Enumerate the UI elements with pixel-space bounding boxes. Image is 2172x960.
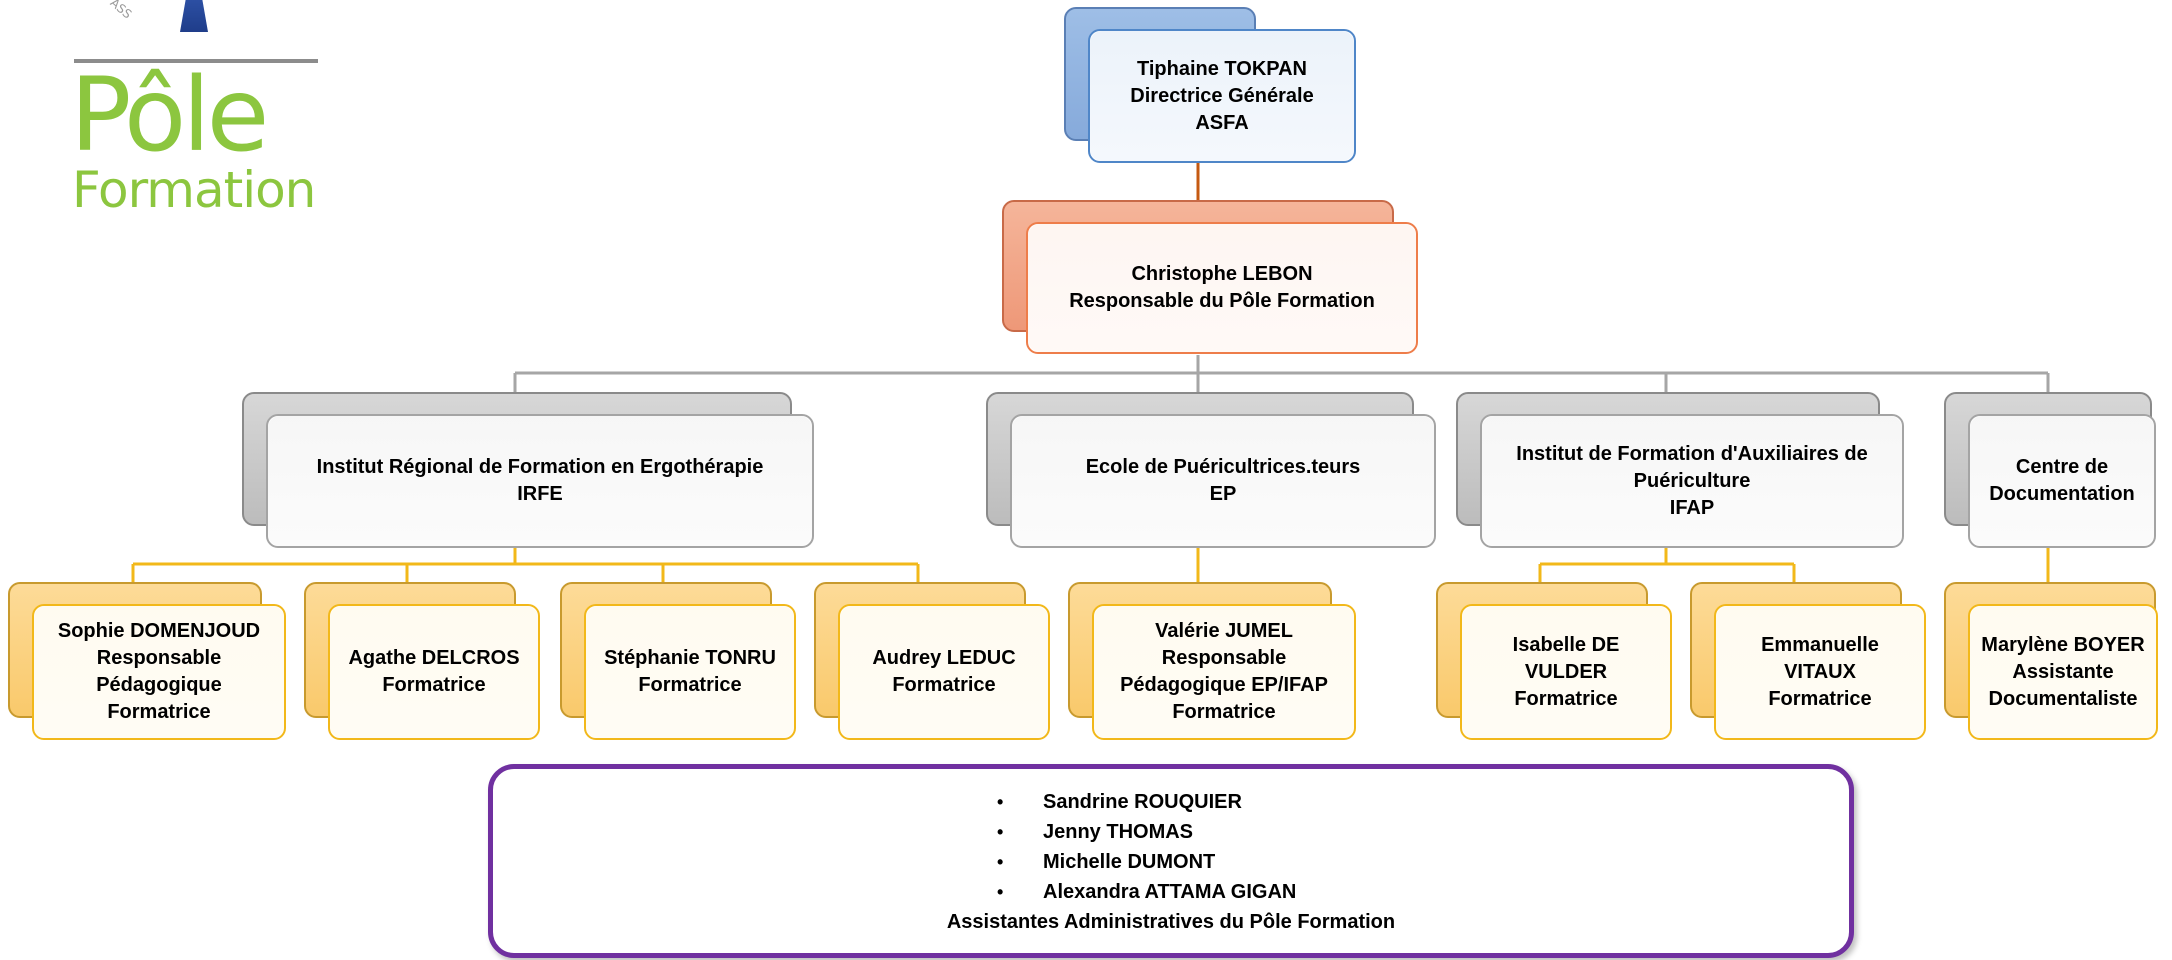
staff-marylene-boyer: Marylène BOYER Assistante Documentaliste bbox=[1944, 582, 2158, 740]
staff-role-line: Responsable bbox=[1161, 647, 1287, 669]
staff-audrey-leduc: Audrey LEDUC Formatrice bbox=[814, 582, 1050, 740]
list-item: • Jenny THOMAS bbox=[493, 817, 1849, 847]
department-title: Ecole de Puéricultrices.teurs bbox=[1085, 456, 1361, 478]
department-ifap: Institut de Formation d'Auxiliaires de P… bbox=[1456, 392, 1904, 548]
staff-role-line: Formatrice bbox=[638, 674, 742, 696]
administrative-assistants-caption: Assistantes Administratives du Pôle Form… bbox=[946, 911, 1396, 933]
department-title: Institut Régional de Formation en Ergoth… bbox=[316, 456, 764, 478]
assistant-name: Michelle DUMONT bbox=[1043, 851, 1216, 873]
staff-role-line: Formatrice bbox=[382, 674, 486, 696]
staff-stephanie-tonru: Stéphanie TONRU Formatrice bbox=[560, 582, 796, 740]
department-code: Documentation bbox=[1989, 483, 2135, 505]
department-ep: Ecole de Puéricultrices.teurs EP bbox=[986, 392, 1436, 548]
staff-role-line: Pédagogique EP/IFAP bbox=[1120, 674, 1328, 696]
connector-irfe-staff bbox=[131, 545, 920, 584]
bullet-icon: • bbox=[997, 852, 1004, 872]
department-irfe-card: Institut Régional de Formation en Ergoth… bbox=[266, 414, 814, 548]
staff-name: Agathe DELCROS bbox=[348, 647, 520, 669]
staff-card: Marylène BOYER Assistante Documentaliste bbox=[1968, 604, 2158, 740]
assistant-name: Sandrine ROUQUIER bbox=[1043, 791, 1242, 813]
staff-role-line: Assistante bbox=[2012, 660, 2114, 683]
department-title-line2: Puériculture bbox=[1633, 469, 1751, 492]
staff-card: Valérie JUMEL Responsable Pédagogique EP… bbox=[1092, 604, 1356, 740]
staff-name: Sophie DOMENJOUD bbox=[57, 620, 261, 642]
administrative-assistants-list: • Sandrine ROUQUIER • Jenny THOMAS • Michel… bbox=[493, 787, 1849, 907]
staff-role-line: Formatrice bbox=[107, 701, 211, 723]
assistant-name: Alexandra ATTAMA GIGAN bbox=[1043, 881, 1297, 903]
assistant-name: Jenny THOMAS bbox=[1043, 821, 1194, 843]
pole-formation-logo: ASS Pôle Formation bbox=[0, 0, 360, 230]
department-title: Institut de Formation d'Auxiliaires de bbox=[1516, 442, 1868, 465]
manager-card: Christophe LEBON Responsable du Pôle For… bbox=[1026, 222, 1418, 354]
logo-line-1: Pôle bbox=[70, 56, 269, 175]
director-card: Tiphaine TOKPAN Directrice Générale ASFA bbox=[1088, 29, 1356, 163]
manager-name: Christophe LEBON bbox=[1131, 263, 1313, 285]
list-item: • Michelle DUMONT bbox=[493, 847, 1849, 877]
department-code: EP bbox=[1209, 483, 1237, 505]
logo-line-2: Formation bbox=[72, 161, 316, 219]
staff-name-line2: VULDER bbox=[1524, 660, 1608, 683]
staff-name: Audrey LEDUC bbox=[872, 647, 1016, 669]
bullet-icon: • bbox=[997, 882, 1004, 902]
staff-card: Sophie DOMENJOUD Responsable Pédagogique… bbox=[32, 604, 286, 740]
manager-role: Responsable du Pôle Formation bbox=[1069, 290, 1375, 312]
staff-card: Emmanuelle VITAUX Formatrice bbox=[1714, 604, 1926, 740]
staff-agathe-delcros: Agathe DELCROS Formatrice bbox=[304, 582, 540, 740]
staff-role-line: Formatrice bbox=[1768, 687, 1872, 710]
connector-ifap-staff bbox=[1538, 545, 1796, 584]
director-node: Tiphaine TOKPAN Directrice Générale ASFA bbox=[1064, 7, 1356, 163]
staff-card: Agathe DELCROS Formatrice bbox=[328, 604, 540, 740]
staff-name: Isabelle DE bbox=[1512, 633, 1620, 656]
staff-role-line: Responsable bbox=[96, 647, 222, 669]
connector-manager-departments bbox=[513, 355, 2050, 394]
department-ifap-card: Institut de Formation d'Auxiliaires de P… bbox=[1480, 414, 1904, 548]
department-documentation: Centre de Documentation bbox=[1944, 392, 2156, 548]
staff-isabelle-de-vulder: Isabelle DE VULDER Formatrice bbox=[1436, 582, 1672, 740]
staff-role-line: Pédagogique bbox=[96, 674, 222, 696]
staff-card: Stéphanie TONRU Formatrice bbox=[584, 604, 796, 740]
logo-divider bbox=[74, 59, 318, 63]
staff-card: Isabelle DE VULDER Formatrice bbox=[1460, 604, 1672, 740]
staff-name: Marylène BOYER bbox=[1981, 633, 2145, 656]
staff-role-line: Documentaliste bbox=[1988, 687, 2138, 710]
staff-card: Audrey LEDUC Formatrice bbox=[838, 604, 1050, 740]
list-item: • Alexandra ATTAMA GIGAN bbox=[493, 877, 1849, 907]
staff-role-line: Formatrice bbox=[892, 674, 996, 696]
administrative-assistants-box: • Sandrine ROUQUIER • Jenny THOMAS • Michel… bbox=[488, 764, 1854, 958]
staff-role-line: Formatrice bbox=[1172, 701, 1276, 723]
logo-emblem-icon bbox=[180, 0, 208, 32]
staff-sophie-domenjoud: Sophie DOMENJOUD Responsable Pédagogique… bbox=[8, 582, 286, 740]
director-org: ASFA bbox=[1195, 111, 1249, 134]
staff-role-line: Formatrice bbox=[1514, 687, 1618, 710]
staff-valerie-jumel: Valérie JUMEL Responsable Pédagogique EP… bbox=[1068, 582, 1356, 740]
department-documentation-card: Centre de Documentation bbox=[1968, 414, 2156, 548]
staff-name-line2: VITAUX bbox=[1784, 660, 1856, 683]
director-name: Tiphaine TOKPAN bbox=[1136, 57, 1308, 80]
logo-fragment-text: ASS bbox=[107, 0, 135, 22]
staff-name: Stéphanie TONRU bbox=[604, 647, 776, 669]
bullet-icon: • bbox=[997, 792, 1004, 812]
director-role: Directrice Générale bbox=[1130, 84, 1314, 107]
department-code: IFAP bbox=[1669, 496, 1715, 519]
department-irfe: Institut Régional de Formation en Ergoth… bbox=[242, 392, 814, 548]
bullet-icon: • bbox=[997, 822, 1004, 842]
manager-node: Christophe LEBON Responsable du Pôle For… bbox=[1002, 200, 1418, 355]
department-ep-card: Ecole de Puéricultrices.teurs EP bbox=[1010, 414, 1436, 548]
department-title: Centre de bbox=[2015, 456, 2109, 478]
staff-name: Emmanuelle bbox=[1761, 633, 1879, 656]
staff-emmanuelle-vitaux: Emmanuelle VITAUX Formatrice bbox=[1690, 582, 1926, 740]
department-code: IRFE bbox=[517, 483, 563, 505]
staff-name: Valérie JUMEL bbox=[1155, 620, 1293, 642]
list-item: • Sandrine ROUQUIER bbox=[493, 787, 1849, 817]
